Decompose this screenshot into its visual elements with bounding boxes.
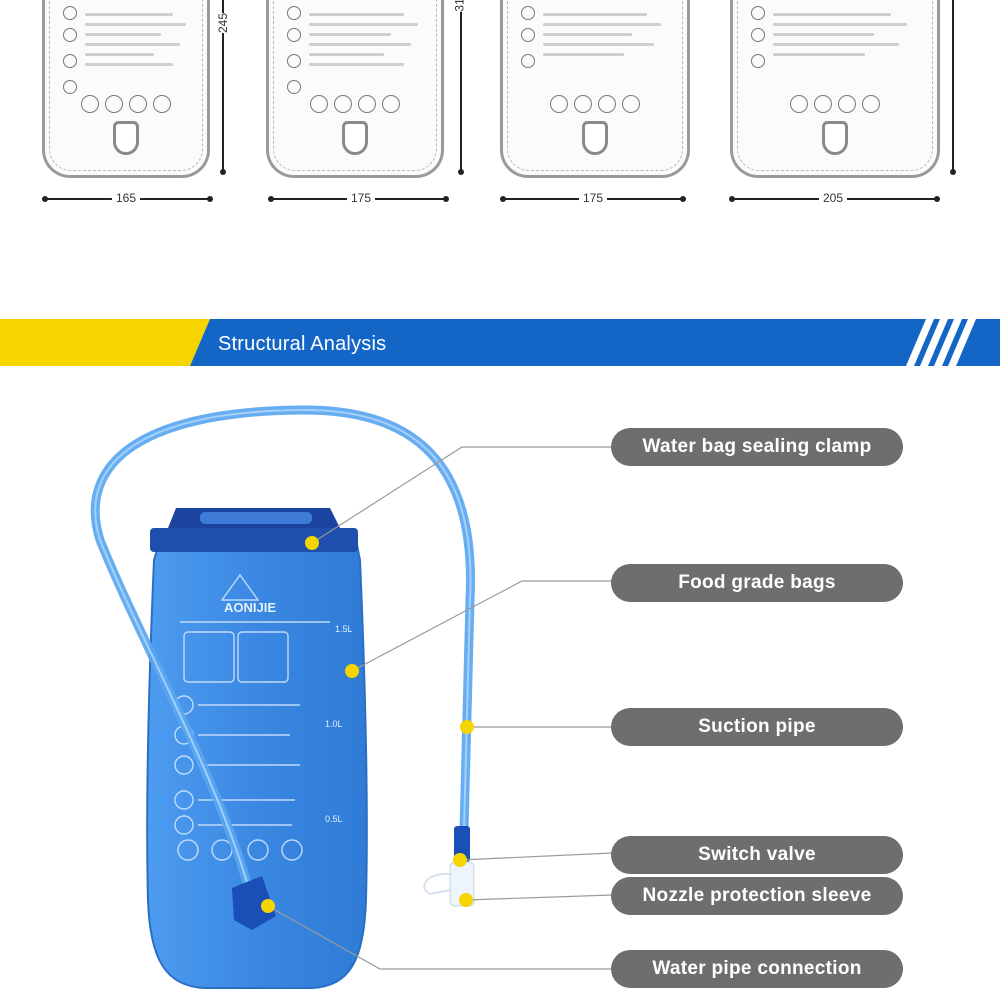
marker-pipe [460,720,474,734]
callout-suction-pipe: Suction pipe [611,708,903,746]
marker-valve [453,853,467,867]
leader-valve [459,852,613,861]
marker-connection [261,899,275,913]
height-label-2: 31 [452,0,467,12]
height-line-2 [458,0,463,175]
leader-sleeve [465,894,613,901]
bag-outline-medium-2 [500,0,690,178]
bag-outline-large [730,0,940,178]
width-label-1: 165 [111,191,141,205]
width-label-3: 175 [578,191,608,205]
leader-clamp [311,446,612,544]
pipe-connector [232,876,276,930]
sealing-clamp [150,528,358,552]
bag-outline-small [42,0,210,178]
callout-food-grade-bags: Food grade bags [611,564,903,602]
leader-connection [267,905,612,970]
callout-pipe-connection: Water pipe connection [611,950,903,988]
height-line-4 [950,0,955,175]
bladder-body [146,539,368,989]
marker-sleeve [459,893,473,907]
brand-logo-text: AONIJIE [224,600,276,615]
bag-outline-medium [266,0,444,178]
mark-0-5l: 0.5L [325,814,343,824]
section-banner [0,319,1000,366]
banner-graphic [0,319,1000,366]
callout-nozzle-sleeve: Nozzle protection sleeve [611,877,903,915]
marker-bag [345,664,359,678]
marker-clamp [305,536,319,550]
leader-bag [351,580,612,672]
hydration-bladder-illustration: AONIJIE 1.5L 1.0L 0.5L [90,405,613,989]
dimension-drawings: 245 31 [0,0,1000,230]
banner-title: Structural Analysis [218,333,387,355]
callout-switch-valve: Switch valve [611,836,903,874]
height-label-1: 245 [216,12,231,34]
switch-valve [454,826,470,862]
mark-1-5l: 1.5L [335,624,353,634]
height-line-1 [220,0,225,175]
callout-sealing-clamp: Water bag sealing clamp [611,428,903,466]
width-label-2: 175 [346,191,376,205]
mark-1-0l: 1.0L [325,719,343,729]
width-label-4: 205 [818,191,848,205]
